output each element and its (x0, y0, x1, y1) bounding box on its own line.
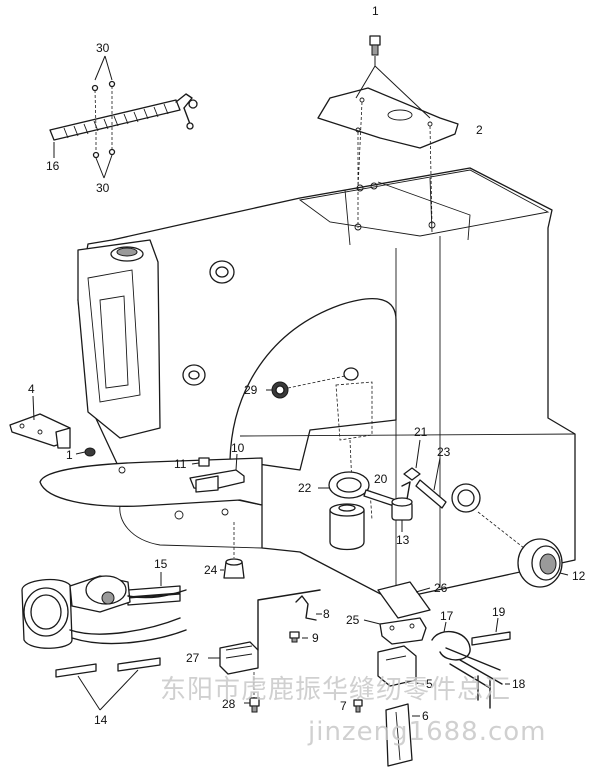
part-18-guide (449, 659, 510, 709)
watermark-url: jinzeng1688.com (307, 717, 547, 747)
callout-18: 18 (512, 677, 526, 691)
part-19-pin (471, 617, 511, 646)
callout-30-bottom: 30 (96, 181, 110, 195)
callout-8: 8 (323, 607, 330, 621)
callout-21: 21 (414, 425, 428, 439)
part-10-clip (189, 453, 245, 493)
callout-23: 23 (437, 445, 451, 459)
callout-22: 22 (298, 481, 312, 495)
callout-12: 12 (572, 569, 586, 583)
part-16-spring-assembly (49, 93, 198, 141)
callout-24: 24 (204, 563, 218, 577)
part-2-top-cover-plate (317, 87, 459, 149)
callout-9: 9 (312, 631, 319, 645)
part-14-pins (55, 657, 161, 711)
callout-29: 29 (244, 383, 258, 397)
callout-16: 16 (46, 159, 60, 173)
callout-6: 6 (422, 709, 429, 723)
callout-19: 19 (492, 605, 506, 619)
callout-14: 14 (94, 713, 108, 727)
callout-10: 10 (231, 441, 245, 455)
watermark: 东阳市虎鹿振华缝纫零件总汇 jinzeng1688.com (160, 675, 547, 747)
callout-11: 11 (174, 457, 187, 471)
rotary-hook-assembly (21, 575, 187, 649)
part-9-screw (289, 631, 308, 643)
part-1-screw (75, 447, 96, 457)
part-28-screw (244, 672, 260, 713)
part-3-screw (369, 35, 381, 56)
callout-3: 1 (372, 4, 379, 18)
part-5-block (377, 645, 425, 687)
part-6-plate (385, 703, 420, 767)
part-27-bracket (208, 589, 321, 675)
callout-30-top: 30 (96, 41, 110, 55)
part-26-plate (377, 581, 431, 619)
part-21-pin (403, 439, 421, 481)
watermark-chinese: 东阳市虎鹿振华缝纫零件总汇 (160, 675, 511, 705)
callout-20: 20 (374, 472, 388, 486)
part-22-wrench (318, 471, 397, 507)
callout-1: 1 (66, 448, 73, 462)
leader-lines-top (355, 56, 433, 228)
part-11-screw (191, 457, 210, 467)
callout-27: 27 (186, 651, 200, 665)
part-12-knob (477, 511, 569, 588)
callout-13: 13 (396, 533, 410, 547)
part-7-screw (353, 699, 363, 713)
callout-7: 7 (340, 699, 347, 713)
part-23-pin (415, 457, 447, 509)
part-29-bushing (266, 375, 346, 399)
callout-17: 17 (440, 609, 454, 623)
callout-25: 25 (346, 613, 360, 627)
part-24-nut (220, 522, 245, 579)
callout-26: 26 (434, 581, 448, 595)
part-25-bracket (363, 617, 427, 645)
part-17-thread-guide (431, 621, 501, 671)
callout-4: 4 (28, 382, 35, 396)
part-13-cylinder (391, 497, 413, 532)
part-4-bracket (9, 395, 71, 449)
callout-2: 2 (476, 123, 483, 137)
callout-15: 15 (154, 557, 168, 571)
oil-cup (329, 503, 365, 551)
machine-arm-body (39, 167, 576, 601)
callout-labels: 1 2 30 30 16 4 1 11 10 29 22 21 20 23 13… (28, 4, 586, 727)
part-15-pins (127, 572, 181, 606)
leader-lines-16-30 (53, 55, 116, 179)
callout-28: 28 (222, 697, 236, 711)
part-8-wire-spring (295, 595, 322, 621)
callout-5: 5 (426, 677, 433, 691)
part-20-spring (401, 481, 411, 506)
